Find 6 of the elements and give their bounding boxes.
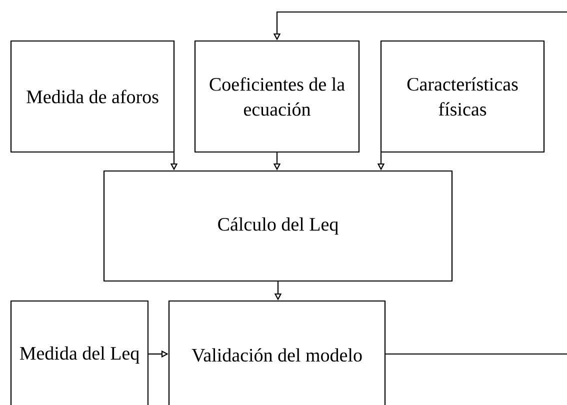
process-box: Medida de aforos [10, 40, 175, 153]
process-box: Características físicas [380, 40, 545, 153]
process-box: Medida del Leq [10, 300, 149, 405]
process-box: Validación del modelo [168, 300, 386, 405]
process-box: Cálculo del Leq [103, 170, 453, 282]
process-box: Coeficientes de la ecuación [194, 40, 360, 153]
